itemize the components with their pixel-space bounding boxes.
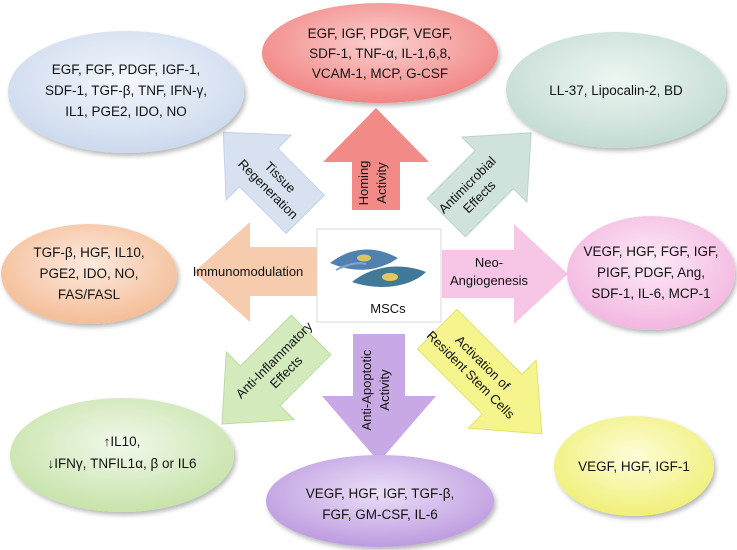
oval-anti-apoptotic-factors: VEGF, HGF, IGF, TGF-β, FGF, GM-CSF, IL-6	[266, 455, 494, 547]
msc-cells-illustration	[330, 249, 426, 287]
arrow-immuno-label: Immunomodulation	[193, 264, 304, 279]
arrow-angio-label-1: Neo-	[475, 255, 503, 270]
arrow-angio-label-2: Angiogenesis	[450, 273, 529, 288]
inflam-line-1: ↑IL10,	[104, 434, 141, 449]
center-msc-box: MSCs	[316, 228, 442, 323]
immuno-line-2: PGE2, IDO, NO,	[39, 266, 138, 281]
arrow-neo-angiogenesis: Neo- Angiogenesis	[442, 224, 568, 324]
oval-homing-factors: EGF, IGF, PDGF, VEGF, SDF-1, TNF-α, IL-1…	[262, 3, 498, 103]
apoptotic-line-1: VEGF, HGF, IGF, TGF-β,	[306, 486, 455, 501]
tissue-line-2: SDF-1, TGF-β, TNF, IFN-γ,	[45, 83, 207, 98]
arrow-homing-activity: Homing Activity	[323, 108, 429, 210]
immuno-line-1: TGF-β, HGF, IL10,	[33, 245, 144, 260]
homing-line-2: SDF-1, TNF-α, IL-1,6,8,	[309, 46, 451, 61]
stem-line-1: VEGF, HGF, IGF-1	[578, 459, 690, 474]
antimicrobial-line-1: LL-37, Lipocalin-2, BD	[549, 83, 683, 98]
oval-tissue-regeneration-factors: EGF, FGF, PDGF, IGF-1, SDF-1, TGF-β, TNF…	[8, 31, 244, 153]
arrow-apoptotic-label-2: Activity	[377, 369, 392, 411]
arrow-homing-label-2: Activity	[374, 162, 389, 204]
homing-line-1: EGF, IGF, PDGF, VEGF,	[308, 26, 453, 41]
arrow-homing-label-1: Homing	[356, 161, 371, 206]
arrow-anti-inflammatory: Anti-Inflammatory Effects	[221, 314, 332, 425]
angio-line-2: PIGF, PDGF, Ang,	[597, 265, 705, 280]
tissue-line-1: EGF, FGF, PDGF, IGF-1,	[52, 62, 201, 77]
immuno-line-3: FAS/FASL	[58, 287, 121, 302]
arrow-antimicrobial-effects: Antimicrobial Effects	[426, 132, 532, 238]
tissue-line-3: IL1, PGE2, IDO, NO	[65, 104, 187, 119]
oval-immunomodulation-factors: TGF-β, HGF, IL10, PGE2, IDO, NO, FAS/FAS…	[1, 224, 177, 324]
arrow-anti-apoptotic: Anti-Apoptotic Activity	[322, 334, 436, 462]
arrow-immunomodulation: Immunomodulation	[193, 222, 318, 322]
angio-line-1: VEGF, HGF, FGF, IGF,	[583, 244, 718, 259]
oval-antimicrobial-factors: LL-37, Lipocalin-2, BD	[506, 32, 726, 148]
angio-line-3: SDF-1, IL-6, MCP-1	[591, 286, 710, 301]
arrow-apoptotic-label-1: Anti-Apoptotic	[359, 349, 374, 430]
oval-stem-cell-factors: VEGF, HGF, IGF-1	[554, 416, 714, 516]
homing-line-3: VCAM-1, MCP, G-CSF	[312, 66, 448, 81]
apoptotic-line-2: FGF, GM-CSF, IL-6	[322, 507, 438, 522]
center-msc-label: MSCs	[370, 301, 406, 316]
oval-anti-inflammatory-factors: ↑IL10, ↓IFNγ, TNFIL1α, β or IL6	[10, 398, 234, 512]
oval-angiogenesis-factors: VEGF, HGF, FGF, IGF, PIGF, PDGF, Ang, SD…	[567, 216, 735, 330]
inflam-line-2: ↓IFNγ, TNFIL1α, β or IL6	[47, 456, 196, 471]
